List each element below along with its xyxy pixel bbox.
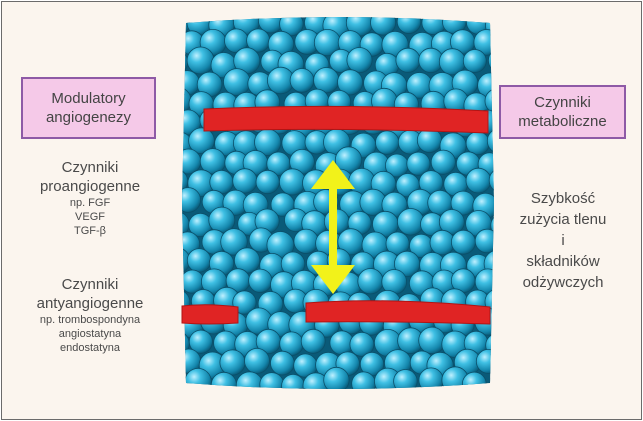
cell (245, 348, 270, 373)
antiangiogenic-item: angiostatyna (4, 327, 176, 341)
cell (496, 390, 499, 392)
cell (198, 390, 225, 392)
cell (324, 367, 349, 392)
lower-right-blood-vessel (306, 301, 490, 324)
cell (271, 389, 297, 393)
antiangiogenic-group: Czynniki antyangiogenne np. trombospondy… (4, 275, 176, 355)
cell (466, 168, 491, 193)
metabolic-line: Szybkość (502, 188, 624, 209)
cell (279, 169, 305, 195)
metabolic-factors-box: Czynniki metaboliczne (499, 85, 626, 139)
upper-blood-vessel (204, 106, 488, 133)
cell (430, 230, 455, 255)
cell (463, 50, 486, 73)
cell (495, 268, 498, 295)
cell (419, 368, 443, 392)
cell (301, 329, 325, 353)
lower-left-blood-vessel (182, 305, 238, 324)
metabolic-line: zużycia tlenu (502, 209, 624, 230)
proangiogenic-heading-2: proangiogenne (10, 177, 170, 196)
cell (220, 350, 245, 375)
proangiogenic-item: np. FGF (10, 196, 170, 210)
antiangiogenic-item: endostatyna (4, 341, 176, 355)
metabolic-text-group: Szybkość zużycia tlenu i składników odży… (502, 188, 624, 293)
left-box-line-2: angiogenezy (23, 108, 154, 127)
cell (290, 69, 314, 93)
cell (451, 230, 475, 254)
left-box-line-1: Modulatory (23, 89, 154, 108)
cell (396, 48, 420, 72)
antiangiogenic-heading-2: antyangiogenne (4, 294, 176, 313)
cell (397, 209, 424, 236)
cell (475, 388, 498, 392)
cell (476, 349, 498, 373)
right-box-line-1: Czynniki (501, 93, 624, 112)
right-box-line-2: metaboliczne (501, 112, 624, 131)
cell (352, 372, 376, 392)
cell (178, 188, 201, 213)
cell (271, 351, 295, 375)
cell (179, 390, 205, 392)
cell (187, 249, 211, 273)
cell (185, 368, 211, 392)
cell (431, 150, 455, 174)
cell (178, 71, 200, 96)
cell (249, 389, 272, 392)
cell (294, 229, 318, 253)
proangiogenic-item: VEGF (10, 210, 170, 224)
cell (466, 132, 489, 155)
tissue-illustration (178, 17, 498, 392)
cell (376, 131, 399, 154)
cell (428, 391, 453, 392)
cell (497, 229, 498, 254)
metabolic-line: i (502, 230, 624, 251)
angiogenesis-modulators-box: Modulatory angiogenezy (21, 77, 156, 139)
cell (260, 373, 284, 392)
antiangiogenic-item: np. trombospondyna (4, 313, 176, 327)
cell (249, 269, 272, 292)
cell (187, 47, 214, 74)
cell-cluster (178, 17, 498, 392)
cell (475, 229, 498, 253)
cell (419, 327, 446, 354)
cell (490, 369, 498, 392)
antiangiogenic-heading-1: Czynniki (4, 275, 176, 294)
metabolic-line: odżywczych (502, 272, 624, 293)
cell (347, 48, 372, 73)
proangiogenic-item: TGF-β (10, 224, 170, 238)
proangiogenic-heading-1: Czynniki (10, 158, 170, 177)
cell (497, 188, 498, 215)
cell (256, 170, 279, 193)
cell (224, 69, 251, 96)
cell (290, 388, 314, 392)
cell (462, 372, 486, 392)
cell (497, 113, 498, 138)
metabolic-line: składników (502, 251, 624, 272)
proangiogenic-group: Czynniki proangiogenne np. FGF VEGF TGF-… (10, 158, 170, 238)
cell (233, 169, 257, 193)
cell (358, 269, 383, 294)
cell (394, 370, 418, 393)
